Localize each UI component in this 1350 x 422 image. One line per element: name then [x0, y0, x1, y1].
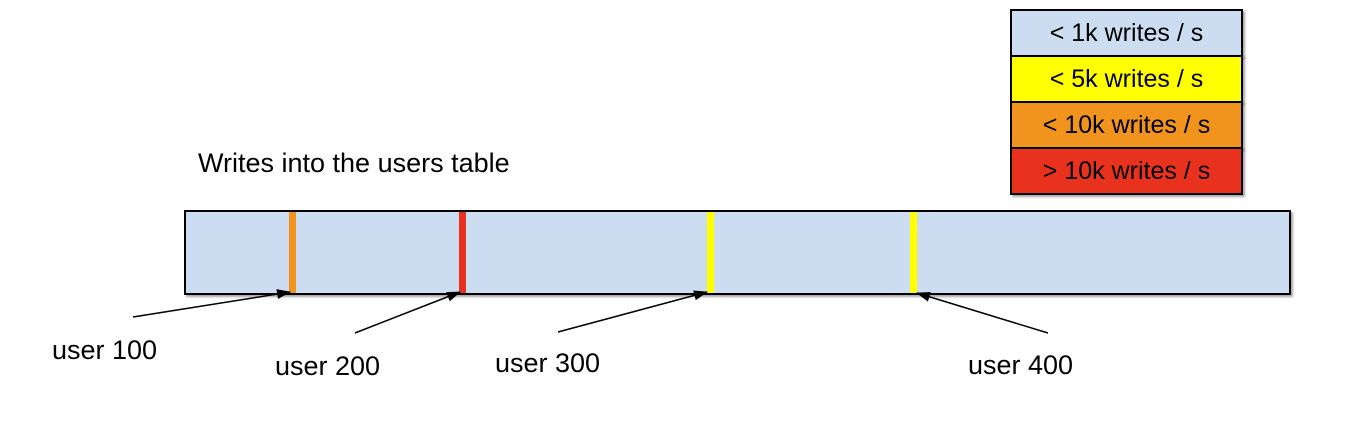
- user-label-200: user 200: [275, 351, 381, 381]
- arrow-user-400: [916, 292, 1049, 334]
- legend-item-lt-10k: < 10k writes / s: [1010, 101, 1243, 149]
- write-rate-tick-user-100: [289, 212, 296, 293]
- arrow-user-200: [354, 291, 461, 334]
- legend-item-lt-1k: < 1k writes / s: [1010, 9, 1243, 57]
- write-rate-tick-user-200: [459, 212, 466, 293]
- users-table-bar: [184, 210, 1291, 295]
- user-label-100: user 100: [52, 335, 158, 365]
- user-label-400: user 400: [968, 350, 1074, 380]
- write-rate-tick-user-400: [910, 212, 917, 293]
- legend-item-lt-5k: < 5k writes / s: [1010, 55, 1243, 103]
- arrow-user-100: [132, 289, 291, 318]
- legend: < 1k writes / s < 5k writes / s < 10k wr…: [1010, 9, 1243, 195]
- legend-item-gt-10k: > 10k writes / s: [1010, 147, 1243, 195]
- arrow-user-300: [557, 290, 708, 333]
- diagram-title: Writes into the users table: [198, 148, 510, 178]
- write-rate-tick-user-300: [707, 212, 714, 293]
- user-label-300: user 300: [495, 348, 601, 378]
